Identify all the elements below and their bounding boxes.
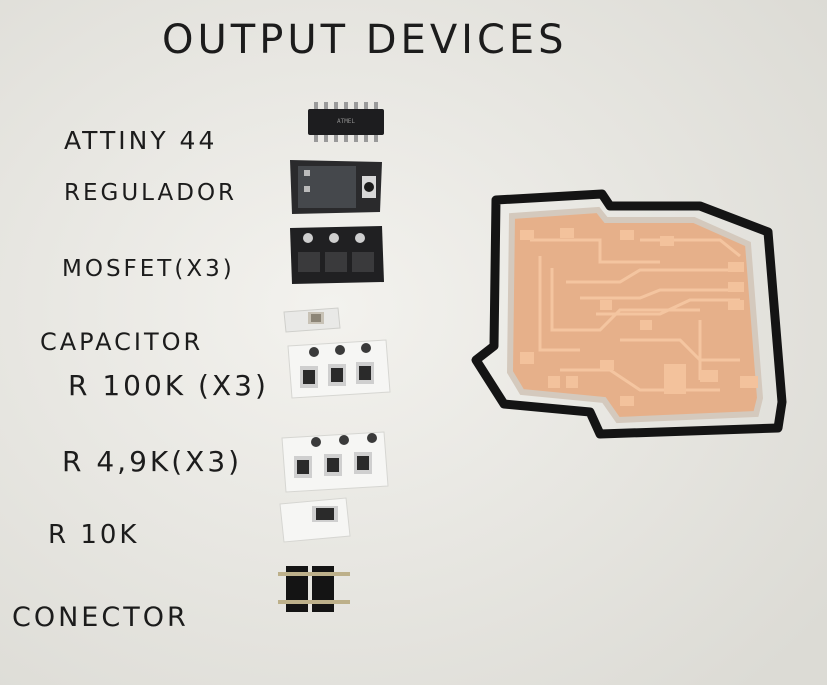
label-regulador: REGULADOR <box>64 180 238 206</box>
attiny-marking: ATMEL <box>337 118 355 125</box>
capacitor-tape <box>283 307 341 333</box>
resistor-10k-tape <box>279 497 351 543</box>
resistor-4k9-tape <box>281 431 389 493</box>
label-attiny44: ATTINY 44 <box>64 126 218 155</box>
regulator-package <box>290 160 382 214</box>
attiny44-chip: ATMEL <box>308 102 384 142</box>
label-conector: CONECTOR <box>12 602 189 633</box>
resistor-100k-tape <box>287 339 391 399</box>
label-mosfet: MOSFET(x3) <box>62 256 235 282</box>
pin-header-connector <box>278 566 350 612</box>
mosfet-tape <box>290 226 384 284</box>
label-r10k: R 10K <box>48 520 140 550</box>
label-r100k: R 100K (x3) <box>68 369 269 402</box>
label-r49k: R 4,9K(x3) <box>62 445 243 478</box>
milled-pcb <box>506 206 764 424</box>
board-outline-drawing <box>471 189 787 439</box>
label-capacitor: CAPACITOR <box>40 328 204 356</box>
page-title: Output Devices <box>162 17 568 63</box>
